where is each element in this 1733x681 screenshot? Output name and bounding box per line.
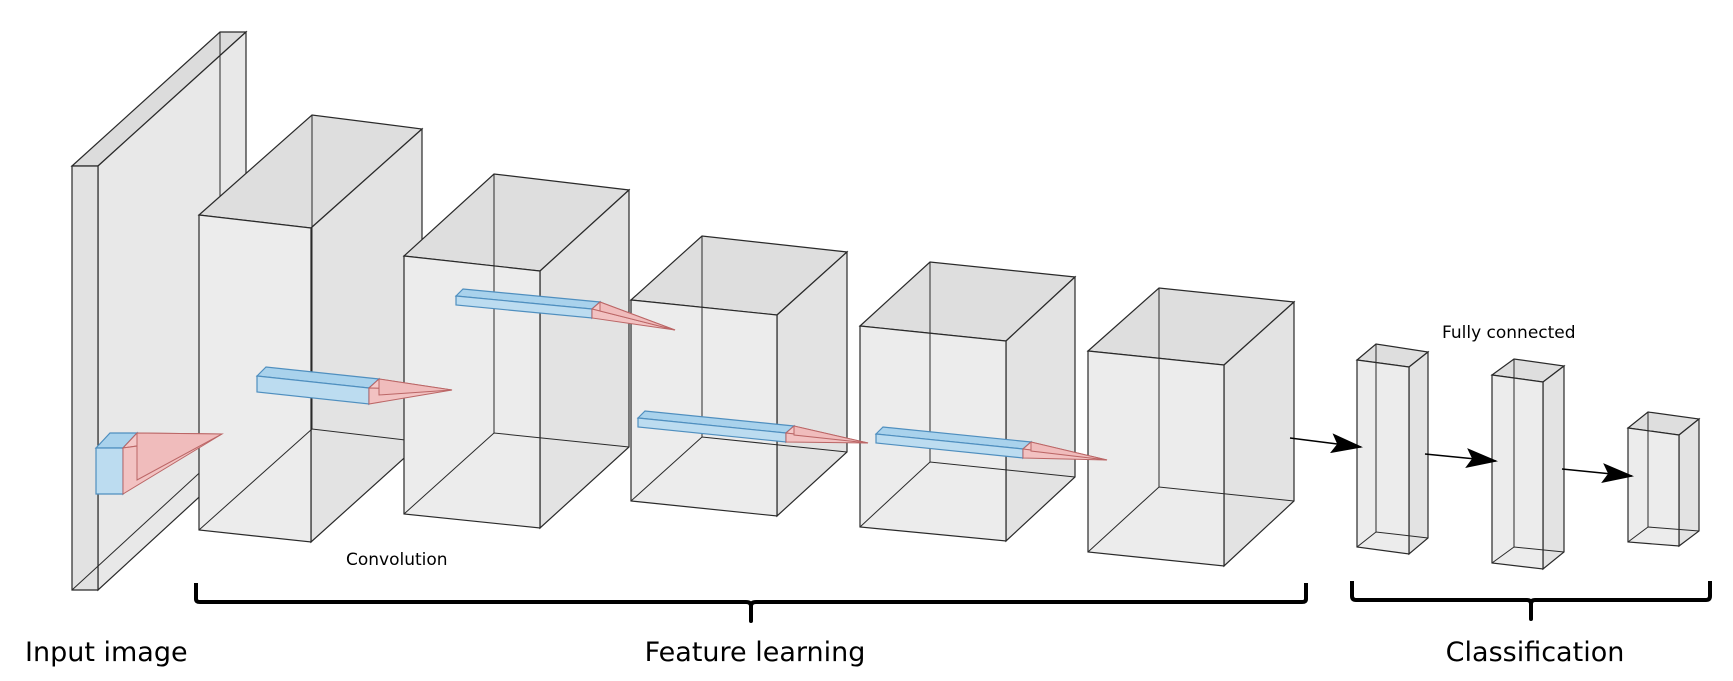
feature-map-4: [858, 261, 1077, 543]
convolution-kernel-1: [94, 431, 224, 496]
fully-connected-layer-3: [1626, 411, 1701, 548]
convolution-label: Convolution: [346, 550, 448, 570]
arrow-to-fc-1: [1289, 433, 1363, 454]
classification-label: Classification: [1446, 637, 1625, 668]
fully-connected-label: Fully connected: [1442, 323, 1576, 343]
convolution-kernel-3: [454, 288, 676, 331]
input-image-label: Input image: [25, 637, 188, 668]
classification-brace: [1350, 581, 1712, 621]
fully-connected-layer-1: [1355, 343, 1430, 556]
feature-learning-label: Feature learning: [645, 637, 866, 668]
convolution-kernel-2: [255, 366, 453, 406]
feature-learning-brace: [194, 583, 1308, 623]
arrow-to-fc-3: [1561, 463, 1634, 483]
feature-map-2: [402, 173, 631, 530]
feature-map-5: [1086, 287, 1296, 568]
convolution-kernel-5: [874, 426, 1108, 461]
arrow-to-fc-2: [1424, 448, 1498, 469]
convolution-kernel-4: [636, 410, 869, 444]
fully-connected-layer-2: [1490, 358, 1566, 571]
feature-map-1: [197, 114, 424, 544]
feature-map-3: [629, 235, 849, 518]
